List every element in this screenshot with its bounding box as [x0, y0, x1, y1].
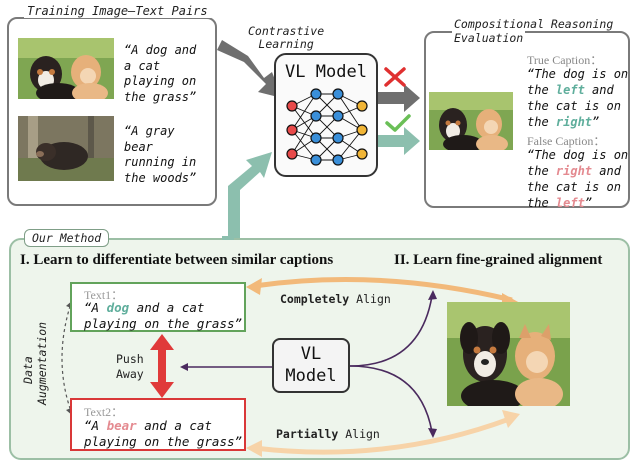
model-to-eval-correct-arrow	[378, 127, 420, 155]
training-to-model-arrow	[217, 40, 282, 98]
text2-caption: “A bear and a cat playing on the grass”	[84, 418, 243, 449]
dog-cat-image-small	[18, 38, 114, 99]
method-heading-2: II. Learn fine-grained alignment	[394, 252, 603, 268]
our-method-tag: Our Method	[24, 229, 110, 247]
contrastive-learning-label: Contrastive Learning	[248, 24, 325, 51]
vl-model-label: VL Model	[285, 62, 367, 82]
push-away-label: Push Away	[116, 352, 144, 381]
cross-icon	[384, 67, 406, 87]
training-caption-1: “A dog and a cat playing on the grass”	[124, 43, 197, 104]
text1-label: Text1：	[84, 288, 124, 302]
text2-box: Text2： “A bear and a cat playing on the …	[70, 398, 246, 451]
neural-network-icon	[286, 88, 368, 166]
true-caption-label: True Caption：	[527, 53, 603, 67]
training-pairs-title: Training Image–Text Pairs	[24, 4, 211, 18]
bear-image	[18, 116, 114, 181]
false-caption-label: False Caption：	[527, 134, 606, 148]
push-away-arrow	[150, 334, 174, 398]
partially-align-label: Partially Align	[276, 427, 380, 441]
false-caption-text: “The dog is on the right and the cat is …	[527, 148, 629, 210]
evaluation-title: Compositional Reasoning Evaluation	[452, 17, 616, 45]
model-to-eval-wrong-arrow	[378, 84, 420, 112]
method-to-model-arrow	[228, 152, 272, 238]
data-augmentation-label: Data Augmentation	[21, 321, 49, 405]
completely-align-label: Completely Align	[280, 292, 391, 306]
dog-cat-image-eval	[429, 92, 513, 150]
text2-label: Text2：	[84, 405, 124, 419]
true-caption-text: “The dog is on the left and the cat is o…	[527, 67, 629, 129]
method-heading-1: I. Learn to differentiate between simila…	[20, 252, 334, 268]
text1-box: Text1： “A dog and a cat playing on the g…	[70, 282, 246, 332]
text1-caption: “A dog and a cat playing on the grass”	[84, 300, 243, 331]
vl-model-box-method	[272, 338, 350, 393]
training-caption-2: “A gray bear running in the woods”	[124, 124, 197, 185]
dog-cat-image-large	[447, 302, 570, 406]
check-icon	[385, 114, 411, 132]
vl-model-label-method: VL Model	[285, 344, 337, 386]
